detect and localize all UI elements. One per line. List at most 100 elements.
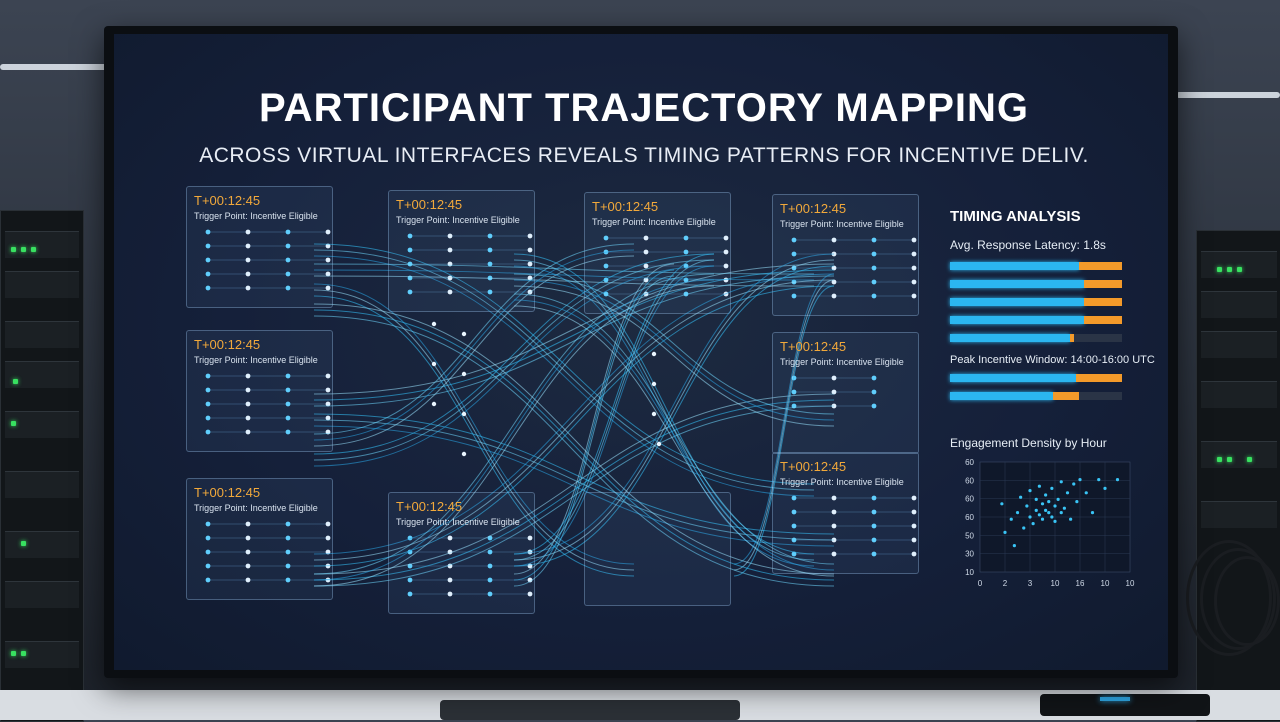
trajectory-node	[911, 537, 917, 543]
scatter-point	[1034, 508, 1038, 512]
junction-node	[461, 451, 467, 457]
trajectory-node	[791, 251, 797, 257]
trajectory-flow-line	[313, 249, 815, 491]
timing-analysis-title: TIMING ANALYSIS	[950, 208, 1081, 225]
trajectory-node	[871, 495, 877, 501]
trigger-panel-2[interactable]: T+00:12:45 Trigger Point: Incentive Elig…	[186, 330, 333, 452]
trajectory-node	[487, 261, 493, 267]
latency-bar-3	[950, 298, 1122, 306]
trajectory-node	[527, 535, 533, 541]
scatter-point	[1115, 478, 1120, 482]
trajectory-flow-line	[513, 253, 835, 555]
trajectory-flow-line	[313, 273, 835, 555]
latency-bar-4	[950, 316, 1122, 324]
trajectory-node	[325, 387, 331, 393]
trajectory-flow-line	[313, 263, 835, 395]
trajectory-node	[831, 523, 837, 529]
device-indicator-light	[1100, 697, 1130, 701]
trajectory-node	[285, 563, 291, 569]
scatter-point	[1012, 544, 1016, 548]
trajectory-node	[643, 235, 649, 241]
scatter-point	[1028, 489, 1032, 493]
trajectory-node	[205, 429, 211, 435]
trigger-panel-7[interactable]: T+00:12:45 Trigger Point: Incentive Elig…	[772, 194, 919, 316]
trajectory-flow-line	[513, 253, 715, 555]
scatter-point	[1053, 504, 1057, 508]
trajectory-flow-line	[733, 279, 835, 571]
trajectory-flow-line	[313, 253, 715, 455]
trigger-panel-5[interactable]: T+00:12:45 Trigger Point: Incentive Elig…	[388, 492, 535, 614]
latency-bar-5	[950, 334, 1122, 342]
trajectory-node	[871, 509, 877, 515]
trajectory-node	[871, 537, 877, 543]
trajectory-node	[871, 279, 877, 285]
trajectory-node	[447, 535, 453, 541]
trajectory-node	[871, 389, 877, 395]
trajectory-node	[245, 549, 251, 555]
trajectory-flow-line	[733, 285, 835, 577]
trajectory-node	[407, 247, 413, 253]
trigger-panel-3[interactable]: T+00:12:45 Trigger Point: Incentive Elig…	[186, 478, 333, 600]
trajectory-node	[831, 279, 837, 285]
trigger-panel-4[interactable]: T+00:12:45 Trigger Point: Incentive Elig…	[388, 190, 535, 312]
trajectory-node	[723, 249, 729, 255]
scatter-point	[1059, 511, 1063, 515]
trajectory-node	[871, 403, 877, 409]
trigger-label: Trigger Point: Incentive Eligible	[194, 211, 318, 221]
latency-bar-fill-blue	[950, 334, 1071, 342]
trajectory-node	[285, 535, 291, 541]
trajectory-node	[603, 235, 609, 241]
scatter-point	[1090, 511, 1095, 515]
trajectory-node	[285, 271, 291, 277]
trajectory-node	[831, 375, 837, 381]
trajectory-flow-line	[313, 309, 835, 581]
x-tick-label: 2	[1003, 579, 1008, 588]
trigger-panel-8[interactable]: T+00:12:45 Trigger Point: Incentive Elig…	[772, 332, 919, 454]
scatter-point	[1034, 497, 1038, 501]
trajectory-flow-line	[513, 269, 675, 581]
trigger-panel-1[interactable]: T+00:12:45 Trigger Point: Incentive Elig…	[186, 186, 333, 308]
trajectory-node	[205, 521, 211, 527]
trigger-label: Trigger Point: Incentive Eligible	[396, 215, 520, 225]
trajectory-node	[205, 257, 211, 263]
trajectory-node	[285, 285, 291, 291]
trajectory-node	[285, 229, 291, 235]
trigger-panel-6[interactable]: T+00:12:45 Trigger Point: Incentive Elig…	[584, 192, 731, 314]
trajectory-flow-line	[313, 255, 635, 447]
trajectory-node	[245, 429, 251, 435]
trajectory-node	[791, 293, 797, 299]
scatter-point	[1040, 517, 1045, 521]
trajectory-node	[791, 237, 797, 243]
trajectory-node	[911, 293, 917, 299]
trajectory-node	[325, 271, 331, 277]
scatter-point	[1050, 515, 1054, 519]
trajectory-flow-line	[313, 275, 835, 407]
trajectory-flow-line	[313, 295, 635, 577]
trajectory-flow-line	[313, 249, 635, 441]
peak-bar-fill-blue	[950, 392, 1054, 400]
trajectory-node	[871, 551, 877, 557]
trajectory-node	[723, 235, 729, 241]
server-rack-left	[0, 210, 84, 722]
trigger-panel-9[interactable]: T+00:12:45 Trigger Point: Incentive Elig…	[772, 452, 919, 574]
trajectory-node	[285, 415, 291, 421]
trajectory-node	[527, 233, 533, 239]
trajectory-node	[205, 229, 211, 235]
trajectory-node	[527, 591, 533, 597]
trajectory-node	[487, 247, 493, 253]
trajectory-node	[325, 229, 331, 235]
keyboard[interactable]	[440, 700, 740, 720]
trajectory-node	[791, 551, 797, 557]
trajectory-node	[407, 289, 413, 295]
trajectory-flow-lines	[205, 229, 917, 597]
trajectory-flow-line	[313, 273, 715, 575]
x-tick-label: 16	[1076, 579, 1085, 588]
latency-bar-fill-orange	[1079, 262, 1122, 270]
peak-bar-fill-blue	[950, 374, 1076, 382]
trigger-label: Trigger Point: Incentive Eligible	[592, 217, 716, 227]
scatter-point	[1044, 493, 1048, 497]
y-tick-label: 60	[965, 513, 974, 522]
trajectory-flow-line	[513, 265, 815, 567]
trigger-label: Trigger Point: Incentive Eligible	[780, 219, 904, 229]
